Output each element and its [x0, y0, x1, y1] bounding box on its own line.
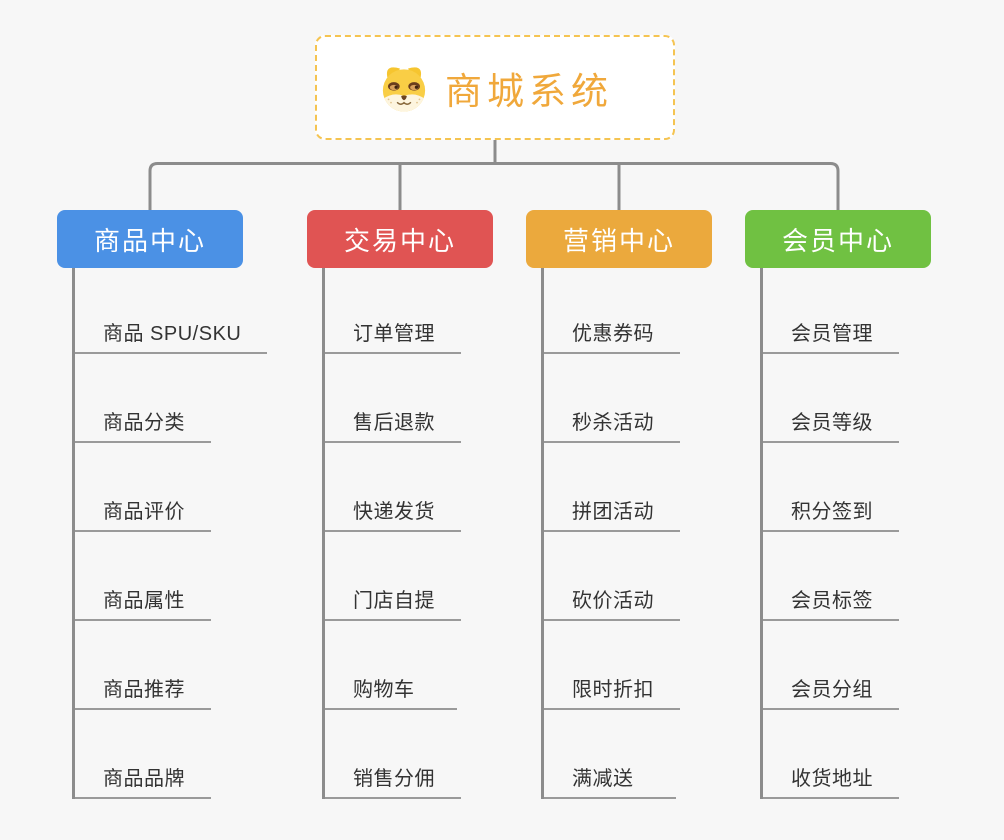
branch-node-trade-center[interactable]: 交易中心	[307, 210, 493, 268]
leaf-node[interactable]: 积分签到	[763, 443, 899, 532]
leaf-node[interactable]: 商品品牌	[75, 710, 211, 799]
branch-node-marketing-center[interactable]: 营销中心	[526, 210, 712, 268]
leaf-node[interactable]: 商品推荐	[75, 621, 211, 710]
leaf-node[interactable]: 商品评价	[75, 443, 211, 532]
leaf-node[interactable]: 订单管理	[325, 268, 461, 354]
leaf-node[interactable]: 快递发货	[325, 443, 461, 532]
root-node[interactable]: 商城系统	[315, 35, 675, 140]
branch-node-product-center[interactable]: 商品中心	[57, 210, 243, 268]
leaf-node[interactable]: 商品属性	[75, 532, 211, 621]
leaf-node[interactable]: 会员等级	[763, 354, 899, 443]
leaf-node[interactable]: 门店自提	[325, 532, 461, 621]
branch-node-member-center[interactable]: 会员中心	[745, 210, 931, 268]
branch-children-marketing: 优惠券码 秒杀活动 拼团活动 砍价活动 限时折扣 满减送	[541, 268, 680, 799]
leaf-node[interactable]: 购物车	[325, 621, 457, 710]
branch-children-member: 会员管理 会员等级 积分签到 会员标签 会员分组 收货地址	[760, 268, 899, 799]
leaf-node[interactable]: 限时折扣	[544, 621, 680, 710]
leaf-node[interactable]: 会员分组	[763, 621, 899, 710]
leaf-node[interactable]: 收货地址	[763, 710, 899, 799]
leaf-node[interactable]: 秒杀活动	[544, 354, 680, 443]
root-title: 商城系统	[445, 70, 613, 112]
branch-children-trade: 订单管理 售后退款 快递发货 门店自提 购物车 销售分佣	[322, 268, 461, 799]
leaf-node[interactable]: 售后退款	[325, 354, 461, 443]
leaf-node[interactable]: 拼团活动	[544, 443, 680, 532]
leaf-node[interactable]: 会员标签	[763, 532, 899, 621]
dog-face-icon	[382, 66, 426, 112]
branch-children-product: 商品 SPU/SKU 商品分类 商品评价 商品属性 商品推荐 商品品牌	[72, 268, 268, 799]
leaf-node[interactable]: 销售分佣	[325, 710, 461, 799]
leaf-node[interactable]: 商品 SPU/SKU	[75, 268, 268, 354]
leaf-node[interactable]: 砍价活动	[544, 532, 680, 621]
leaf-node[interactable]: 商品分类	[75, 354, 211, 443]
leaf-node[interactable]: 会员管理	[763, 268, 899, 354]
leaf-node[interactable]: 满减送	[544, 710, 676, 799]
leaf-node[interactable]: 优惠券码	[544, 268, 680, 354]
